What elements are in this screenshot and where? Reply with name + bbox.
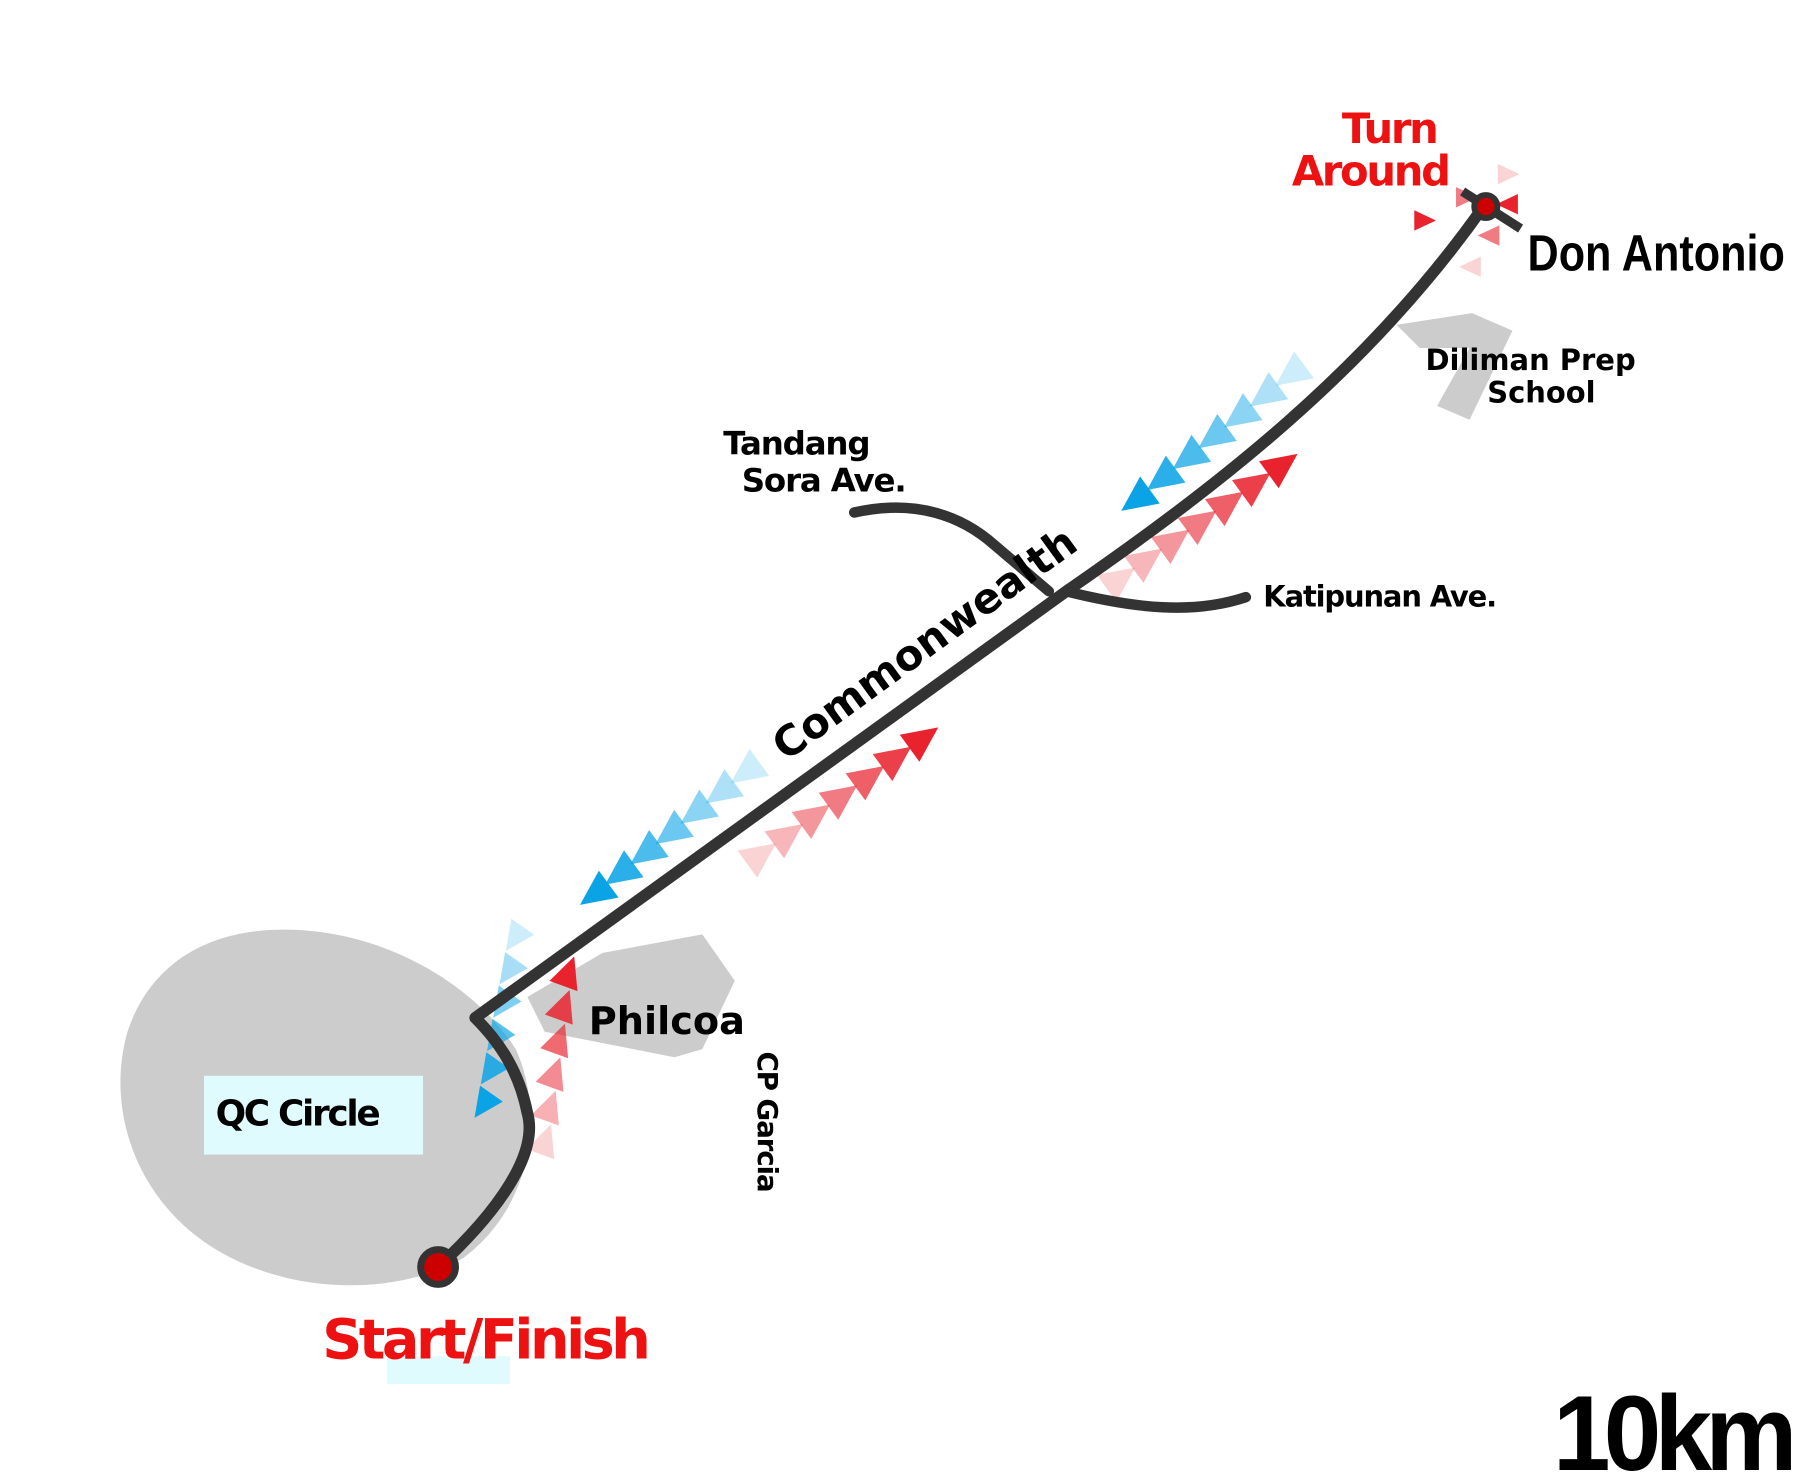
direction-arrow-icon	[630, 830, 669, 865]
direction-arrow-icon	[1496, 194, 1518, 215]
direction-arrow-icon	[530, 1090, 559, 1126]
direction-arrow-icon	[705, 769, 745, 804]
katipunan-label: Katipunan Ave.	[1263, 579, 1496, 613]
turn-around-label: Turn Around	[1292, 104, 1449, 196]
direction-arrow-icon	[1204, 491, 1244, 527]
direction-arrow-icon	[526, 1124, 555, 1160]
direction-arrow-icon	[764, 824, 804, 859]
qc-circle-label-box	[203, 1075, 424, 1155]
tandang-sora-label: Tandang Sora Ave.	[723, 425, 905, 500]
direction-arrow-icon	[1249, 372, 1289, 407]
katipunan-road	[1061, 586, 1252, 613]
cp-garcia-label: CP Garcia	[751, 1051, 784, 1191]
direction-arrow-icon	[1223, 393, 1263, 428]
start-finish-label: Start/Finish	[322, 1308, 647, 1373]
direction-arrow-icon	[480, 1052, 510, 1085]
direction-arrow-icon	[505, 918, 535, 951]
direction-arrow-icon	[540, 1023, 569, 1059]
philcoa-label: Philcoa	[589, 1000, 745, 1044]
start-finish-marker[interactable]	[417, 1246, 459, 1288]
direction-arrow-icon	[549, 956, 578, 992]
diliman-prep-area	[1396, 313, 1513, 420]
route-line	[434, 203, 1489, 1272]
direction-arrow-icon	[1232, 472, 1271, 508]
direction-arrow-icon	[1172, 434, 1212, 470]
direction-arrow-icon	[899, 727, 939, 762]
direction-arrow-icon	[655, 809, 694, 845]
turn-around-marker[interactable]	[1471, 192, 1501, 222]
direction-arrow-icon	[1414, 210, 1436, 231]
diliman-prep-label: Diliman Prep School	[1426, 343, 1646, 409]
direction-arrow-icon	[1275, 351, 1314, 386]
direction-arrow-icon	[1150, 529, 1190, 564]
direction-arrow-icon	[1146, 455, 1186, 491]
qc-circle-label: QC Circle	[216, 1094, 380, 1135]
direction-arrow-icon	[845, 766, 885, 801]
distance-label: 10km	[1553, 1373, 1792, 1484]
direction-arrow-icon	[1177, 510, 1217, 546]
tandang-sora-road	[848, 502, 1055, 597]
direction-arrow-icon	[535, 1057, 564, 1092]
direction-arrow-icon	[818, 785, 858, 820]
direction-arrow-icon	[1123, 548, 1163, 583]
direction-arrow-icon	[579, 870, 619, 905]
direction-arrow-icon	[680, 789, 719, 824]
direction-arrow-icon	[1459, 256, 1481, 278]
direction-arrow-icon	[544, 989, 573, 1025]
direction-arrow-icon	[737, 843, 777, 878]
direction-arrow-icon	[474, 1085, 503, 1118]
direction-arrow-icon	[1121, 476, 1160, 511]
direction-arrow-icon	[1198, 413, 1237, 449]
direction-arrows	[474, 163, 1520, 1160]
direction-arrow-icon	[791, 804, 831, 840]
philcoa-area	[527, 934, 735, 1058]
direction-arrow-icon	[605, 850, 644, 885]
direction-arrow-icon	[1259, 453, 1298, 489]
direction-arrow-icon	[499, 952, 528, 985]
direction-arrow-icon	[1096, 567, 1136, 602]
don-antonio-label: Don Antonio	[1528, 224, 1785, 281]
direction-arrow-icon	[1497, 163, 1520, 185]
start-label-box	[387, 1356, 510, 1385]
direction-arrow-icon	[872, 746, 912, 782]
direction-arrow-icon	[1477, 225, 1500, 246]
direction-arrow-icon	[730, 748, 770, 784]
